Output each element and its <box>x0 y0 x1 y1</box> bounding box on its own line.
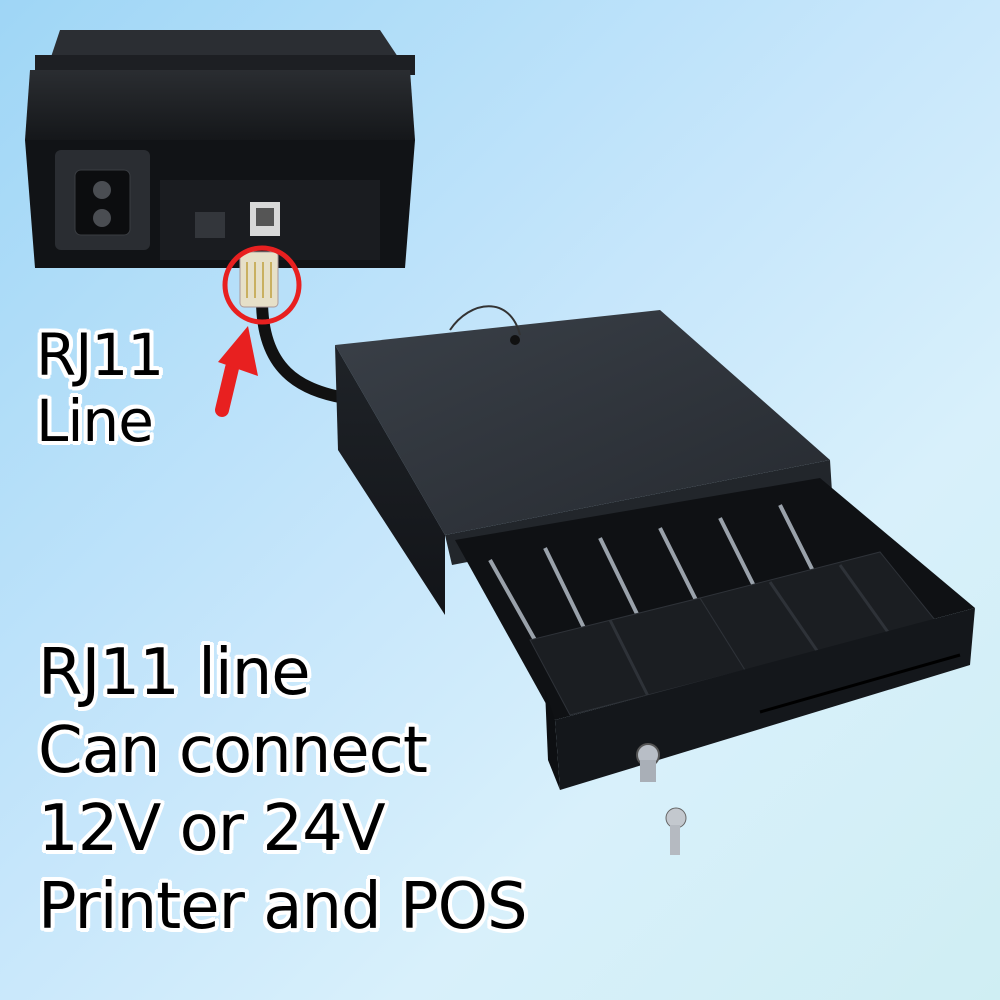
caption-line-1: RJ11 line <box>38 636 311 710</box>
product-caption: RJ11 line Can connect 12V or 24V Printer… <box>38 634 528 946</box>
rj11-plug <box>239 251 279 308</box>
arrow-up-icon <box>215 326 258 417</box>
receipt-printer <box>25 30 415 268</box>
caption-line-4: Printer and POS <box>38 870 528 944</box>
caption-line-2: Can connect <box>38 714 428 788</box>
highlight-circle <box>222 245 302 325</box>
drawer-key <box>665 807 687 855</box>
cash-drawer <box>335 305 975 855</box>
callout-line-2: Line <box>36 387 154 455</box>
caption-line-3: 12V or 24V <box>38 792 386 866</box>
rj11-callout-label: RJ11 Line <box>36 321 164 455</box>
callout-line-1: RJ11 <box>36 321 164 389</box>
rj11-cable <box>256 294 351 404</box>
